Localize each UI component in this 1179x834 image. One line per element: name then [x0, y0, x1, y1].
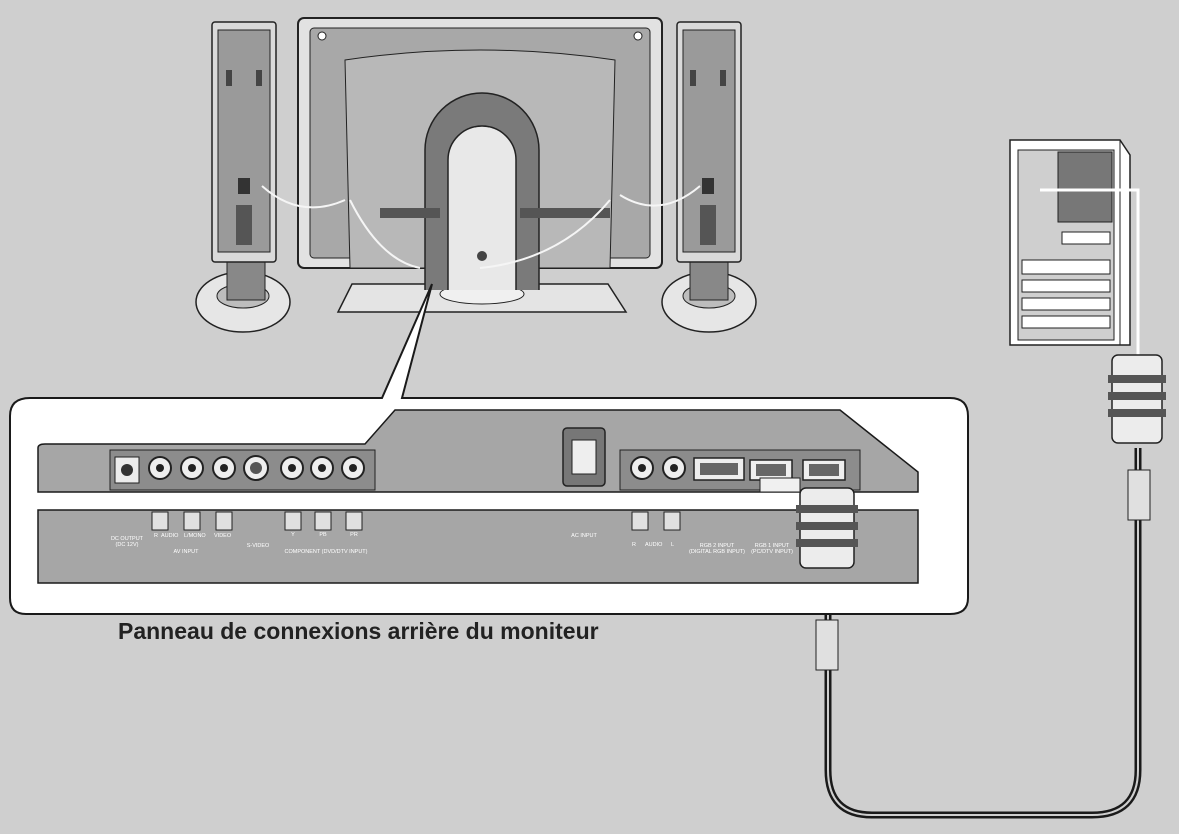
- label-l-mono: L/MONO: [184, 533, 206, 539]
- monitor-rear: [297, 17, 663, 313]
- right-speaker: [661, 21, 757, 333]
- dc-output-jack[interactable]: [114, 456, 140, 484]
- vga-connector-pc: [1108, 354, 1166, 521]
- rca-jack-rgb-audio-r[interactable]: [630, 456, 654, 480]
- label-rgb1-input: RGB 1 INPUT: [755, 543, 790, 549]
- diagram-caption: Panneau de connexions arrière du moniteu…: [118, 618, 599, 644]
- rca-jack-audio-r[interactable]: [148, 456, 172, 480]
- label-component: COMPONENT (DVD/DTV INPUT): [284, 549, 367, 555]
- pc-tower: [1009, 139, 1131, 346]
- label-r2: R: [632, 542, 636, 548]
- label-dc-output-sub: (DC 12V): [116, 542, 139, 548]
- label-pb: PB: [319, 532, 327, 538]
- rca-jack-pr[interactable]: [341, 456, 365, 480]
- label-ac-input: AC INPUT: [571, 533, 597, 539]
- label-av-input: AV INPUT: [174, 549, 200, 555]
- label-s-video: S-VIDEO: [247, 543, 270, 549]
- dvi-port-rgb2[interactable]: [693, 457, 745, 481]
- rca-jack-video[interactable]: [212, 456, 236, 480]
- label-r: R: [154, 533, 158, 539]
- label-video: VIDEO: [214, 533, 232, 539]
- rca-jack-rgb-audio-l[interactable]: [662, 456, 686, 480]
- label-dc-output: DC OUTPUT: [111, 536, 144, 542]
- ac-input-socket[interactable]: [562, 427, 606, 487]
- rca-jack-y[interactable]: [280, 456, 304, 480]
- label-rgb1-sub: (PC/DTV INPUT): [751, 549, 793, 555]
- label-rgb2-sub: (DIGITAL RGB INPUT): [689, 549, 745, 555]
- label-rgb2-input: RGB 2 INPUT: [700, 543, 735, 549]
- s-video-jack[interactable]: [243, 455, 269, 481]
- label-audio2: AUDIO: [645, 542, 663, 548]
- vga-port-rgb1a[interactable]: [749, 459, 793, 481]
- label-l2: L: [671, 542, 674, 548]
- rca-jack-audio-l[interactable]: [180, 456, 204, 480]
- vga-connector-monitor: [759, 477, 858, 671]
- vga-port-rgb1b[interactable]: [802, 459, 846, 481]
- label-audio: AUDIO: [161, 533, 179, 539]
- left-speaker: [195, 21, 291, 333]
- label-pr: PR: [350, 532, 358, 538]
- label-y: Y: [291, 532, 295, 538]
- rca-jack-pb[interactable]: [310, 456, 334, 480]
